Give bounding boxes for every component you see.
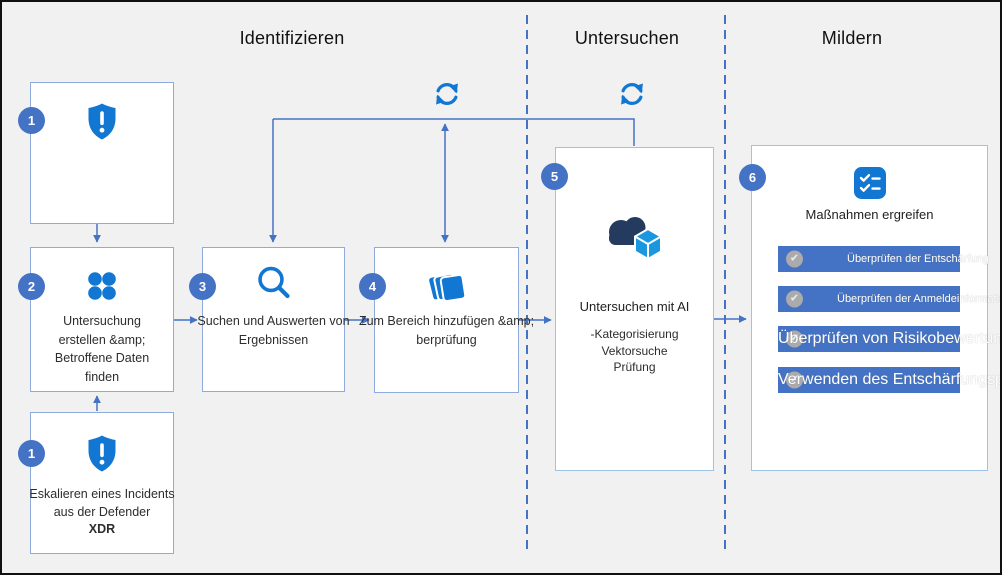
step-label: Zum Bereich hinzufügen &amp; berprüfung [358,314,535,347]
step-badge-6: 6 [739,164,766,191]
step-box-search-results: 3 Suchen und Auswerten von Ergebnissen [189,247,350,392]
check-circle-icon: ✔ [786,250,803,268]
phase-header-identify: Identifizieren [239,28,345,48]
step-box-investigate-ai: 5 Untersuchen mit AI -Kategorisierung Ve… [541,147,714,471]
flow-arrows [93,118,747,411]
step-badge-1: 1 [18,440,45,467]
action-item: ✔ Überprüfen der Entschärfung [778,246,989,272]
check-circle-icon: ✔ [786,290,803,308]
step-box-add-to-scope: 4 Zum Bereich hinzufügen &amp; berprüfun… [359,247,534,393]
action-item-label: Verwenden des Entschärfungsplans [778,371,1000,388]
sync-loop-icon [436,83,458,105]
step-badge-3: 3 [189,273,216,300]
step-badge-5: 5 [541,163,568,190]
step-label: Maßnahmen ergreifen [805,207,934,222]
phase-header-investigate: Untersuchen [574,28,680,48]
check-circle-icon: ✔ [786,330,803,348]
sync-loop-icon [621,83,643,105]
step-box-incident-top: 1 [18,82,174,224]
shield-exclamation-icon [88,435,116,472]
action-item-label: Überprüfen der Entschärfung [847,253,989,265]
checklist-icon [853,167,886,199]
cloud-cube-icon [608,217,662,260]
layers-stack-icon [426,272,466,303]
step-box-create-investigation: 2 Untersuchung erstellen &amp; Betroffen… [18,247,174,392]
step-badge-1: 1 [18,107,45,134]
action-item: ✔ Überprüfen von Risikobewertungen [778,326,1000,352]
step-box-escalate-incident: 1 Eskalieren eines Incidents aus der Def… [18,412,175,554]
action-item-label: Überprüfen von Risikobewertungen [778,330,1002,347]
step-label: Eskalieren eines Incidents aus der Defen… [29,487,175,536]
step-badge-4: 4 [359,273,386,300]
step-label: Untersuchung erstellen &amp; Betroffene … [54,314,150,384]
phase-header-mitigate: Mildern [821,28,883,48]
step-box-take-action: 6 Maßnahmen ergreifen ✔ Überprüfen der E… [739,145,1000,471]
step-label: Untersuchen mit AI [579,299,690,314]
magnifier-icon [257,266,290,299]
step-badge-2: 2 [18,273,45,300]
action-item: ✔ Verwenden des Entschärfungsplans [778,367,1000,393]
ai-detail-list: -Kategorisierung Vektorsuche Prüfung [590,327,679,374]
action-item: ✔ Überprüfen der Anmeldeinformationen [778,286,1000,312]
step-label: Suchen und Auswerten von Ergebnissen [197,314,350,347]
action-item-label: Überprüfen der Anmeldeinformationen [837,293,1000,305]
check-circle-icon: ✔ [786,371,803,389]
shield-exclamation-icon [88,103,116,140]
four-dots-icon [88,272,116,300]
